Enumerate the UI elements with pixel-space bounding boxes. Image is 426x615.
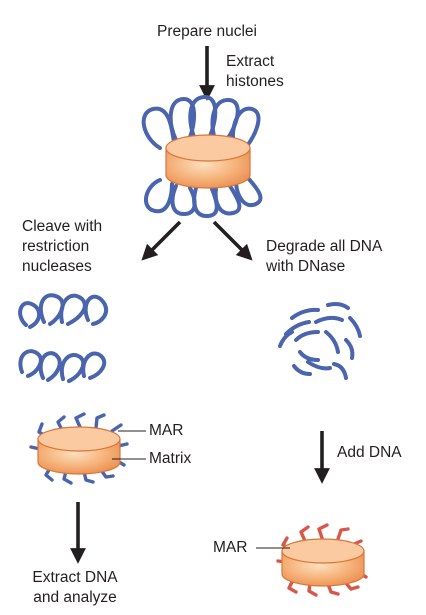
label-matrix: Matrix	[149, 450, 192, 467]
dna-loops-bottom	[144, 176, 263, 218]
dna-fragments	[278, 302, 362, 380]
label-prepare-nuclei: Prepare nuclei	[157, 23, 257, 40]
arrow-cleave	[141, 220, 182, 261]
label-mar-right: MAR	[213, 539, 248, 556]
nuclear-matrix-left	[37, 426, 121, 475]
label-degrade: Degrade all DNA with DNase	[266, 238, 383, 275]
label-extract-histones: Extract histones	[226, 53, 284, 90]
cleaved-loops	[18, 293, 109, 383]
label-mar-left: MAR	[149, 422, 184, 439]
nuclear-matrix-right	[281, 538, 365, 587]
label-cleave: Cleave with restriction nucleases	[22, 218, 103, 275]
label-add-dna: Add DNA	[337, 444, 402, 461]
matrix-with-mars	[29, 412, 146, 485]
arrow-degrade	[212, 220, 253, 261]
nuclear-matrix-top	[165, 134, 251, 189]
matrix-with-loops	[141, 95, 263, 218]
matrix-with-added-dna	[256, 523, 368, 597]
label-extract-dna: Extract DNA and analyze	[32, 569, 118, 606]
dna-loops-top	[141, 95, 261, 150]
